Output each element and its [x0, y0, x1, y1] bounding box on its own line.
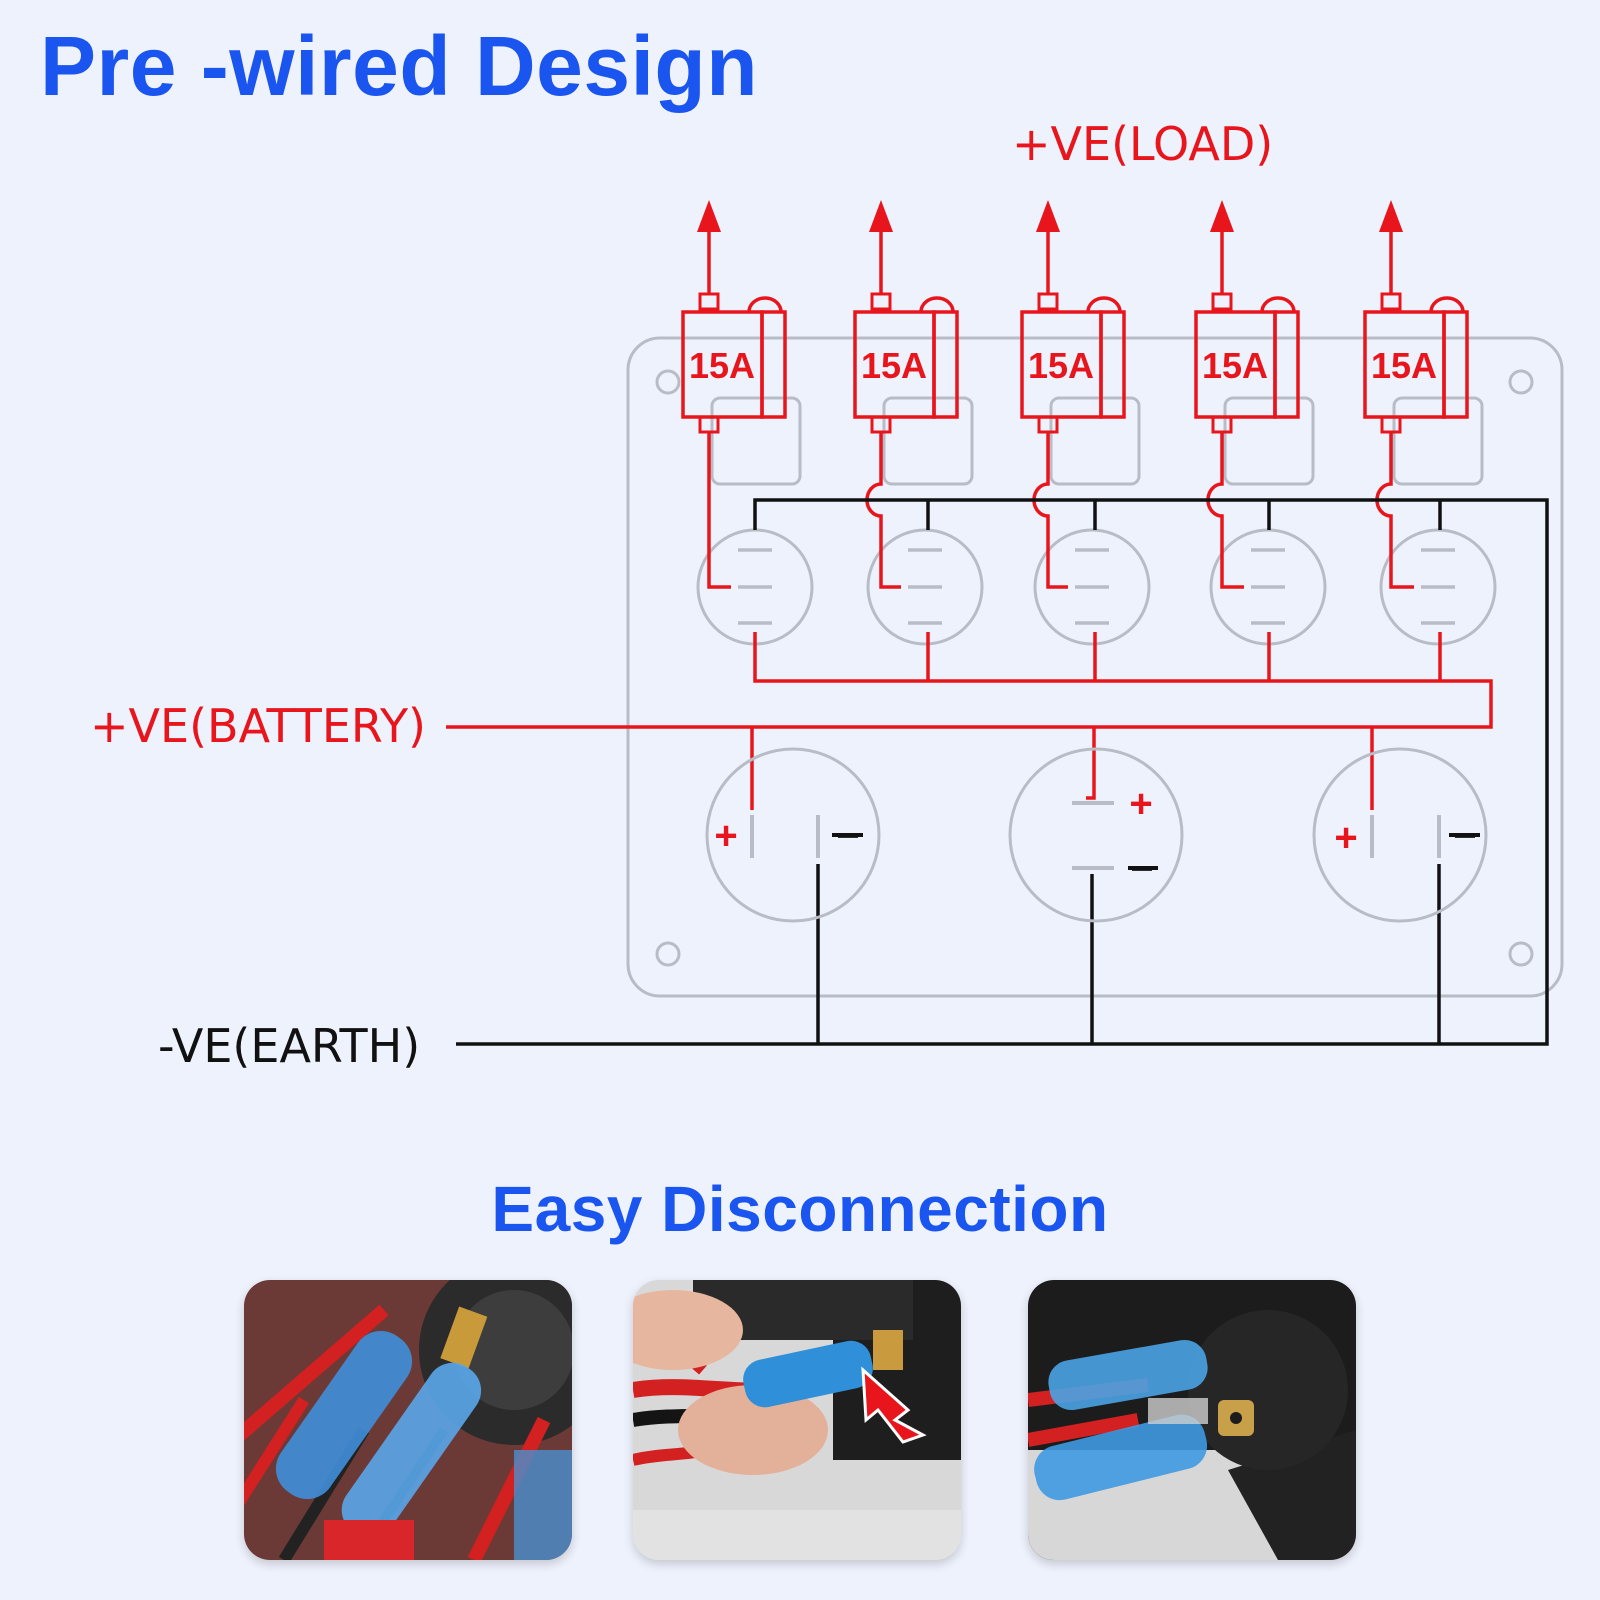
- fuse-rating-label: 15A: [1371, 345, 1437, 386]
- photo-connectors-closeup: [244, 1280, 572, 1560]
- fuse-top-terminal: [1380, 292, 1402, 311]
- fuse-clip: [1260, 296, 1296, 313]
- fuse-top-terminal: [698, 292, 720, 311]
- switch-panel-outline: [626, 336, 1564, 998]
- channel-2: 15A: [853, 200, 984, 646]
- photo-terminals-attached: [1028, 1280, 1356, 1560]
- fuse-clip: [1429, 296, 1465, 313]
- up-arrow-icon: [1036, 200, 1060, 232]
- rocker-switch-terminal: [1033, 528, 1151, 646]
- up-arrow-icon: [697, 200, 721, 232]
- polarity-minus-center: −: [1130, 847, 1153, 891]
- page-title: Pre -wired Design: [40, 19, 759, 113]
- wiring-diagram: 15A 15A 15A 15A 15A: [90, 117, 1564, 1073]
- fuse-top-terminal: [870, 292, 892, 311]
- mount-hole-top-right: [1508, 369, 1534, 395]
- rocker-switch-terminal: [1379, 528, 1497, 646]
- voltmeter-outlet-center: [1008, 747, 1184, 923]
- fuse-side: [1273, 310, 1300, 419]
- battery-label: +VE(BATTERY): [90, 699, 426, 753]
- up-arrow-icon: [1379, 200, 1403, 232]
- switch-socket: [710, 396, 802, 486]
- channel-1: 15A: [681, 200, 814, 646]
- switch-feed-wire: [707, 432, 731, 589]
- switch-socket: [1392, 396, 1484, 486]
- channel-3: 15A: [1020, 200, 1151, 646]
- fuse-side: [932, 310, 959, 419]
- power-outlet-right: [1312, 747, 1488, 923]
- fuse-top-terminal: [1211, 292, 1233, 311]
- polarity-plus-center: +: [1129, 782, 1152, 826]
- fuse-side: [1099, 310, 1126, 419]
- fuse-side: [1442, 310, 1469, 419]
- fuse-clip: [1086, 296, 1122, 313]
- fuse-side: [760, 310, 787, 419]
- switch-socket: [882, 396, 974, 486]
- fuse-bottom-terminal: [1211, 415, 1233, 434]
- fuse-top-terminal: [1037, 292, 1059, 311]
- fuse-rating-label: 15A: [689, 345, 755, 386]
- switch-socket: [1223, 396, 1315, 486]
- mount-hole-bottom-left: [655, 941, 681, 967]
- mount-hole-bottom-right: [1508, 941, 1534, 967]
- positive-wiring: [446, 632, 1493, 810]
- fuse-bottom-terminal: [698, 415, 720, 434]
- fuse-rating-label: 15A: [1202, 345, 1268, 386]
- fuse-bottom-terminal: [1380, 415, 1402, 434]
- power-outlet-left: [705, 747, 881, 923]
- photo-hand-disconnecting: [633, 1280, 961, 1560]
- up-arrow-icon: [869, 200, 893, 232]
- fuse-clip: [747, 296, 783, 313]
- rocker-switch-terminal: [866, 528, 984, 646]
- load-label: +VE(LOAD): [1012, 117, 1273, 171]
- mount-hole-top-left: [655, 369, 681, 395]
- negative-wiring: [456, 498, 1549, 1046]
- up-arrow-icon: [1210, 200, 1234, 232]
- earth-label: -VE(EARTH): [158, 1019, 420, 1073]
- polarity-plus-right: +: [1334, 816, 1357, 860]
- polarity-minus-left: −: [836, 814, 859, 858]
- polarity-plus-left: +: [714, 814, 737, 858]
- section-title: Easy Disconnection: [491, 1173, 1109, 1245]
- channel-5: 15A: [1363, 200, 1497, 646]
- switch-socket: [1049, 396, 1141, 486]
- fuse-bottom-terminal: [870, 415, 892, 434]
- fuse-rating-label: 15A: [861, 345, 927, 386]
- channel-4: 15A: [1194, 200, 1327, 646]
- polarity-minus-right: −: [1453, 814, 1476, 858]
- fuse-rating-label: 15A: [1028, 345, 1094, 386]
- fuse-clip: [919, 296, 955, 313]
- fuse-bottom-terminal: [1037, 415, 1059, 434]
